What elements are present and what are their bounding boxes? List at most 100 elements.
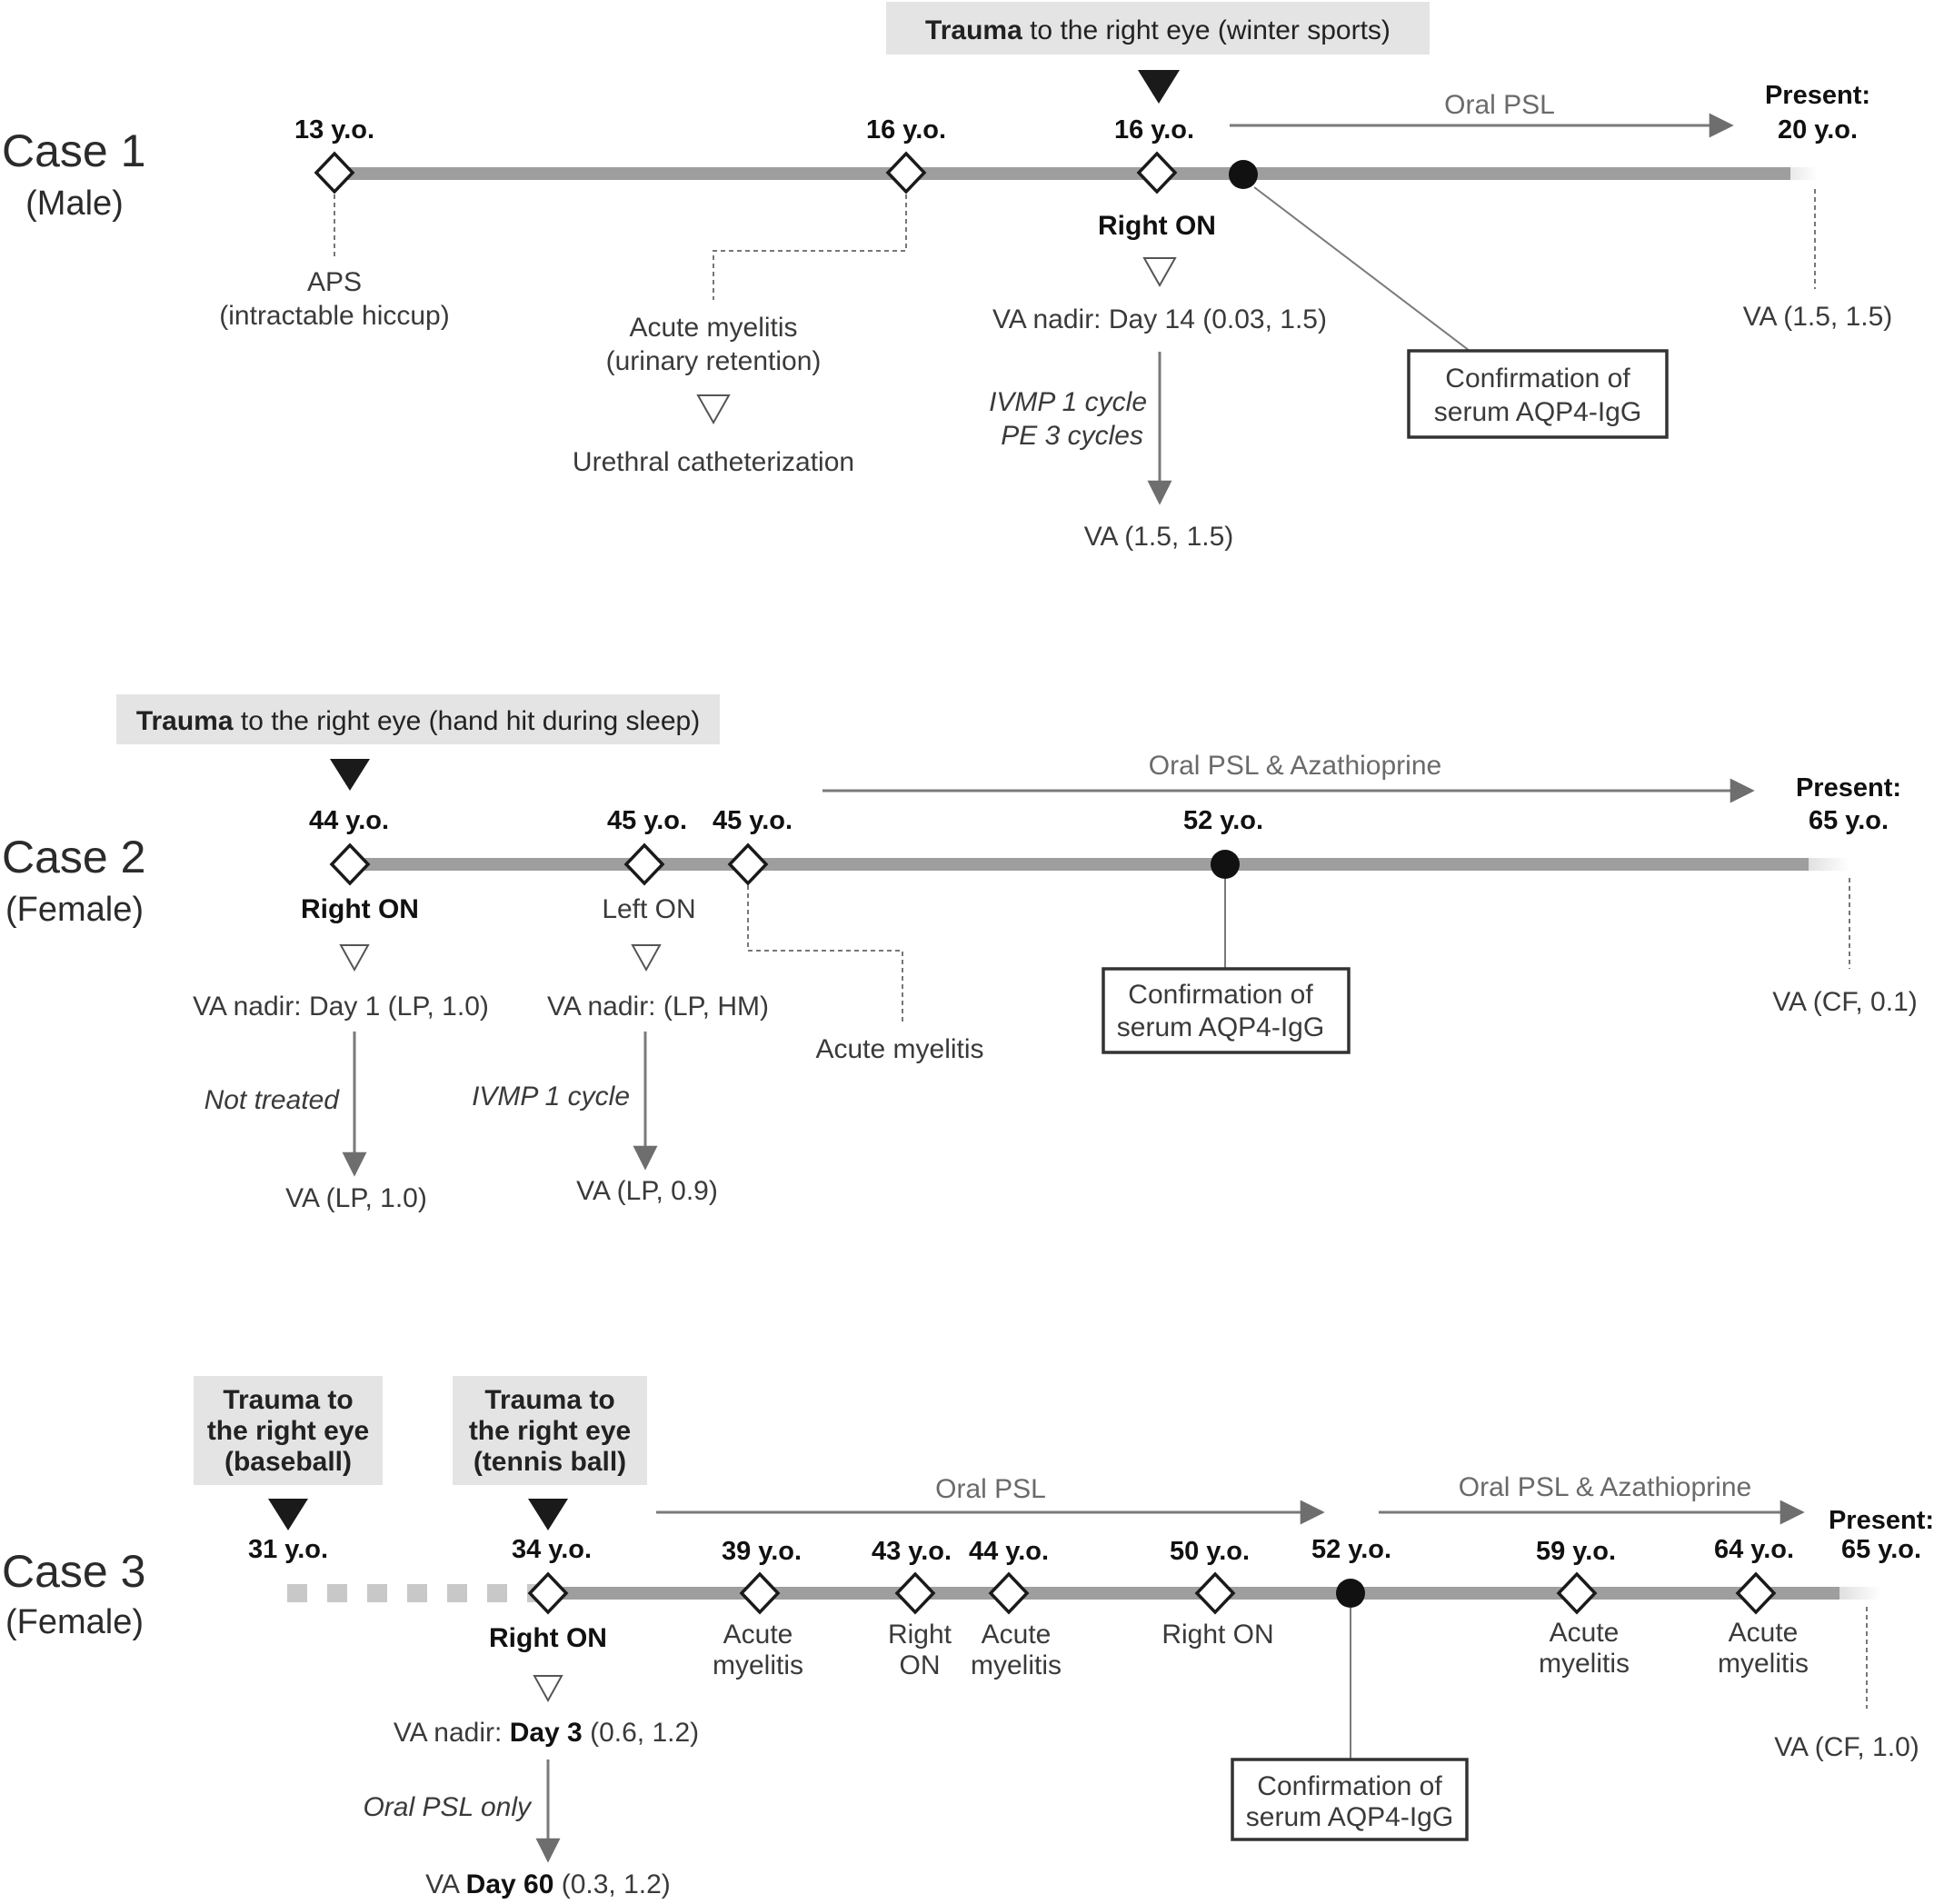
case-2-age-45b: 45 y.o. [713,806,793,835]
case-2-left-va-after: VA (LP, 0.9) [576,1176,718,1206]
case-1-confirm-connector [1253,186,1470,352]
case-2-title: Case 2 [2,832,145,882]
case-3-trauma-2-line-2: the right eye [469,1416,631,1446]
case-3-age-59: 59 y.o. [1536,1537,1616,1566]
case-1-title: Case 1 [2,125,145,176]
case-2-trauma-box [116,694,720,744]
case-1-age-13: 13 y.o. [294,115,374,145]
case-3-event-64-line-1: Acute [1729,1618,1799,1648]
case-2-right-va-after: VA (LP, 1.0) [285,1183,427,1213]
case-3-event-59-line-1: Acute [1550,1618,1620,1648]
case-1-myelitis-connector [713,194,907,300]
case-1-trauma-label: Trauma to the right eye (winter sports) [925,15,1391,45]
case-2-va-present: VA (CF, 0.1) [1772,987,1918,1017]
case-1-trauma-marker [1138,70,1180,104]
case-1-event-13 [314,151,355,194]
case-1-timeline-fade [1700,167,1818,180]
case-2-present-age: 65 y.o. [1809,806,1889,835]
case-1-va-present: VA (1.5, 1.5) [1743,302,1893,332]
case-3-event-64-line-2: myelitis [1718,1649,1809,1679]
case-3-confirm-box [1231,1758,1469,1841]
case-2-right-nadir: VA nadir: Day 1 (LP, 1.0) [193,992,489,1022]
case-1-on-triangle [1142,257,1177,288]
case-2-left-nadir: VA nadir: (LP, HM) [547,992,769,1022]
case-1: Case 1 (Male) Trauma to the right eye (w… [2,2,1892,552]
case-3-event-59 [1556,1571,1598,1615]
case-3-event-43-line-2: ON [900,1650,941,1680]
case-1-nadir: VA nadir: Day 14 (0.03, 1.5) [992,304,1327,334]
case-1-catheter: Urethral catheterization [573,447,854,477]
case-2-age-52: 52 y.o. [1183,806,1263,835]
case-1-aps: APS [307,267,362,297]
case-3-age-39: 39 y.o. [722,1537,802,1566]
case-3-confirmation-dot [1336,1579,1365,1608]
case-3-trauma-1-line-1: Trauma to [223,1385,353,1415]
case-1-therapy-2: PE 3 cycles [1001,421,1143,451]
case-1-confirm-line-1: Confirmation of [1445,364,1630,394]
case-2-confirm-line-2: serum AQP4-IgG [1117,1012,1324,1042]
case-3-present-label: Present: [1829,1506,1934,1535]
case-2-left-therapy: IVMP 1 cycle [472,1082,630,1111]
case-2-timeline-fade [1718,858,1849,871]
case-3-present-age: 65 y.o. [1841,1535,1921,1564]
case-3-trauma-box-1 [194,1376,383,1485]
case-2-myelitis-connector [747,885,903,1022]
case-3-trauma-1-marker [268,1499,308,1530]
case-3-event-64 [1735,1571,1777,1615]
case-3-va-present: VA (CF, 1.0) [1774,1732,1919,1762]
case-1-myelitis-triangle [696,394,731,425]
case-3-age-43: 43 y.o. [872,1537,952,1566]
case-2-treatment-label: Oral PSL & Azathioprine [1149,751,1441,781]
case-2-sex: (Female) [5,891,144,929]
case-1-confirm-box [1407,349,1669,439]
case-3-event-43-line-1: Right [888,1620,952,1650]
case-3-trauma-1-line-2: the right eye [207,1416,369,1446]
case-3-event-39-line-2: myelitis [713,1650,803,1680]
case-3-trauma-2-line-1: Trauma to [484,1385,614,1415]
case-2-right-on: Right ON [301,894,419,924]
case-1-confirmation-dot [1229,160,1258,189]
case-3-trauma-box-2 [453,1376,647,1485]
case-3-confirm-line-2: serum AQP4-IgG [1246,1802,1453,1832]
case-1-trauma-box [886,2,1430,55]
case-1-event-16b [1136,151,1178,194]
case-3-age-52: 52 y.o. [1311,1535,1391,1564]
case-3-timeline-bar [549,1587,1839,1600]
case-1-va-after: VA (1.5, 1.5) [1084,522,1234,552]
case-3-event-44-line-1: Acute [982,1620,1052,1650]
case-2-age-44: 44 y.o. [309,806,389,835]
case-3-sex: (Female) [5,1603,144,1641]
case-3-trauma-1-line-3: (baseball) [224,1447,352,1477]
case-1-sex: (Male) [25,184,124,223]
case-3-age-64: 64 y.o. [1714,1535,1794,1564]
case-3-event-44-line-2: myelitis [971,1650,1062,1680]
case-2-event-45a [623,842,665,886]
case-3-treatment-1-label: Oral PSL [935,1474,1046,1504]
case-1-timeline-bar [336,167,1790,180]
case-3-age-44: 44 y.o. [969,1537,1049,1566]
case-2-present-label: Present: [1796,773,1901,802]
case-2-confirm-box [1102,967,1351,1054]
case-3-age-31: 31 y.o. [248,1535,328,1564]
case-2-confirm-line-1: Confirmation of [1128,980,1313,1010]
case-2-age-45a: 45 y.o. [607,806,687,835]
case-3-nadir: VA nadir: Day 3 (0.6, 1.2) [394,1718,699,1748]
case-2: Case 2 (Female) Trauma to the right eye … [2,694,1918,1213]
case-2-myelitis: Acute myelitis [815,1034,983,1064]
case-3-treatment-2-label: Oral PSL & Azathioprine [1459,1472,1751,1502]
case-3-event-39-line-1: Acute [723,1620,793,1650]
case-2-trauma-label: Trauma to the right eye (hand hit during… [136,706,700,736]
case-3-title: Case 3 [2,1546,145,1597]
case-1-present-label: Present: [1765,81,1870,110]
case-3-event-50-label: Right ON [1161,1620,1273,1650]
case-1-treatment-label: Oral PSL [1444,90,1555,120]
case-1-aps-detail: (intractable hiccup) [219,301,449,331]
case-3-event-34 [527,1571,569,1615]
case-2-event-45b [727,842,769,886]
case-1-age-16b: 16 y.o. [1114,115,1194,145]
case-3-trauma-2-marker [528,1499,568,1530]
case-1-event-16a [885,151,927,194]
case-3-age-50: 50 y.o. [1170,1537,1250,1566]
case-1-myelitis: Acute myelitis [629,313,797,343]
